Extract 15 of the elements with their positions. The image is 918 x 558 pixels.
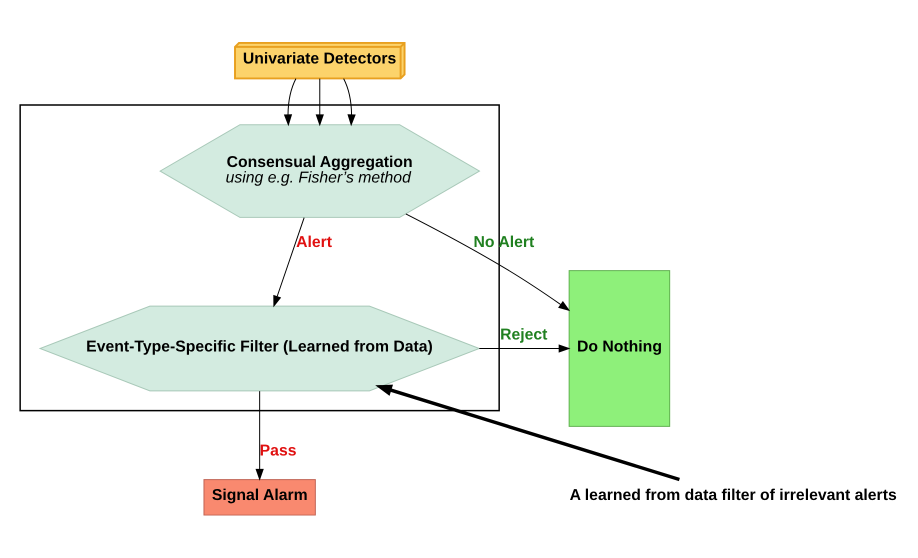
node-box: Do Nothing <box>568 270 670 427</box>
cluster <box>19 104 500 412</box>
arrow <box>284 78 296 126</box>
arrow <box>256 390 264 481</box>
edge-label: Reject <box>500 326 548 344</box>
arrow <box>405 213 570 312</box>
arrow <box>343 78 356 126</box>
node-text: A learned from data filter of irrelevant alerts <box>570 487 897 504</box>
arrow <box>316 78 324 126</box>
arrow <box>478 344 570 353</box>
arrow <box>273 217 305 308</box>
edge-label: Pass <box>260 442 296 460</box>
edge-label: Alert <box>296 234 332 251</box>
node-box: Signal Alarm <box>203 479 316 516</box>
arrow <box>375 384 680 482</box>
